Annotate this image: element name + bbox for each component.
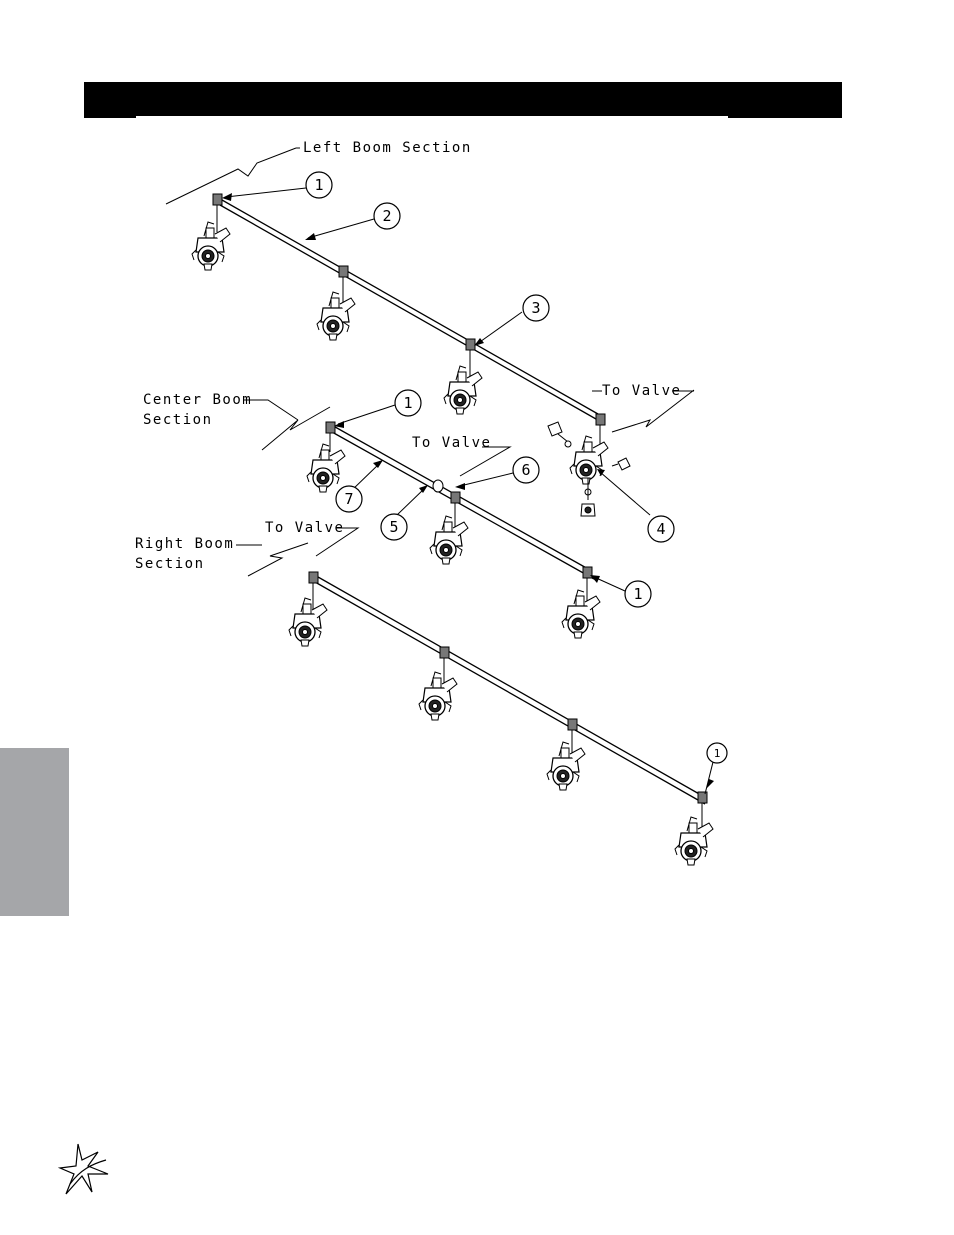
label-to-valve-middle: To Valve (412, 435, 491, 451)
label-to-valve-lower: To Valve (265, 520, 344, 536)
break-lines (165, 147, 695, 577)
label-right-boom-line2: Section (135, 556, 205, 572)
callout-center-1: 1 (403, 394, 412, 412)
label-to-valve-upper: To Valve (602, 383, 681, 399)
label-right-boom-line1: Right Boom (135, 536, 234, 552)
right-boom-pipe (310, 572, 706, 805)
callout-balloons (305, 171, 728, 764)
callout-left-3: 3 (531, 299, 540, 317)
star-swoosh-logo-icon (58, 1143, 109, 1195)
section-tab (0, 748, 69, 916)
label-center-boom-line2: Section (143, 412, 213, 428)
header-bar (84, 82, 842, 118)
leader-lines (225, 147, 714, 795)
nozzle-assemblies (191, 205, 714, 866)
label-left-boom: Left Boom Section (303, 140, 472, 156)
callout-center-end-1: 1 (633, 585, 642, 603)
callout-detail-4: 4 (656, 520, 665, 538)
leader-arrowheads (222, 193, 714, 789)
label-center-boom-line1: Center Boom (143, 392, 252, 408)
callout-center-7: 7 (344, 490, 353, 508)
callout-center-5: 5 (389, 518, 398, 536)
callout-right-1: 1 (714, 747, 721, 760)
section-labels: Left Boom Section Center Boom Section Ri… (135, 140, 681, 572)
callout-numbers: 1 2 3 1 7 5 6 4 1 1 (314, 176, 720, 760)
pipe-fittings (212, 193, 708, 804)
callout-left-2: 2 (382, 207, 391, 225)
exploded-nozzle-parts (547, 421, 631, 517)
callout-center-6: 6 (521, 461, 530, 479)
callout-left-1: 1 (314, 176, 323, 194)
header-underline-gap (136, 116, 728, 119)
left-boom-pipe (214, 195, 604, 424)
